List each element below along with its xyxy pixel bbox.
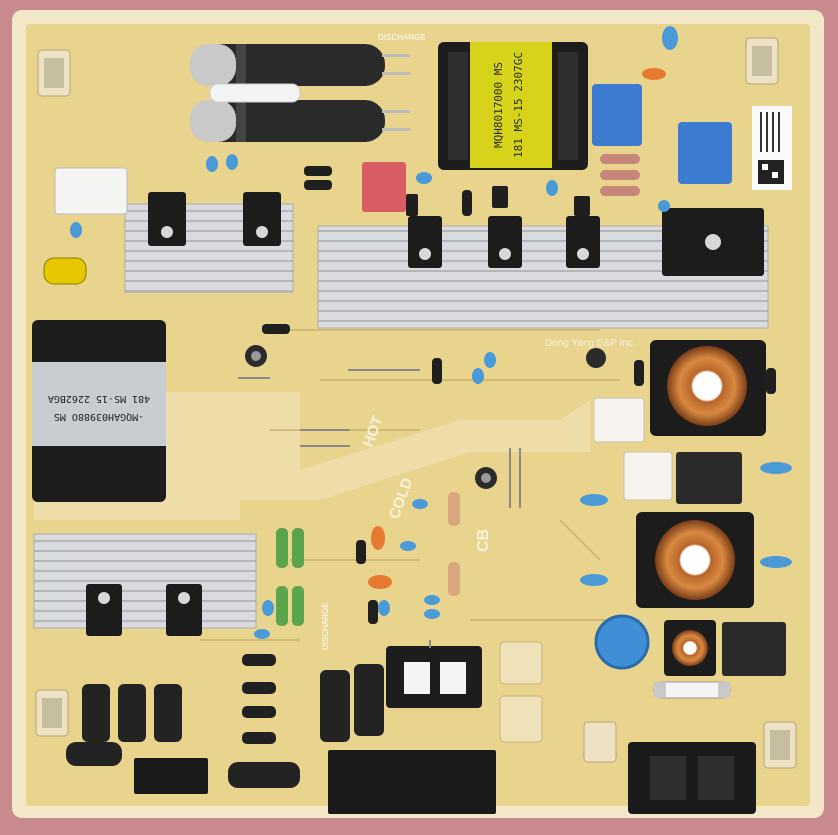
power-transistor	[488, 216, 522, 268]
bridge-rectifier	[662, 208, 764, 276]
heatsink-bottom	[33, 533, 257, 629]
power-transistor	[148, 192, 186, 246]
small-capacitor	[43, 257, 87, 285]
x-capacitor	[722, 622, 786, 676]
fuse	[653, 681, 731, 699]
diode-row	[242, 654, 276, 744]
small-choke	[664, 620, 716, 676]
mounting-clip	[763, 721, 797, 769]
x-capacitor	[676, 452, 742, 504]
beige-capacitor	[499, 695, 543, 743]
output-transformer	[386, 646, 482, 708]
barcode-sticker	[752, 106, 792, 190]
film-capacitor	[592, 84, 642, 146]
resistors	[448, 492, 460, 596]
red-capacitor	[362, 162, 406, 212]
thermistor	[623, 451, 673, 501]
small-diodes	[262, 166, 776, 624]
mounting-clip	[35, 689, 69, 737]
toroidal-choke	[650, 340, 766, 436]
relay	[54, 167, 128, 215]
transformer-label-line-1: MQH8017000 MS	[492, 62, 505, 148]
ceramic-capacitors	[70, 26, 792, 639]
power-transistor	[408, 216, 442, 268]
thermistor	[593, 397, 645, 443]
output-connector-small	[134, 758, 208, 794]
cb-label: CB	[475, 529, 492, 552]
resistor-array	[600, 154, 640, 196]
jumper-wires	[238, 369, 521, 648]
small-electrolytics	[245, 345, 606, 489]
mounting-clip	[37, 49, 71, 97]
beige-capacitor	[499, 641, 543, 685]
film-capacitor	[678, 122, 732, 184]
power-transistor	[243, 192, 281, 246]
transformer-left-label-line-1: -MQGAH03988O MS	[54, 411, 144, 422]
toroidal-choke	[636, 512, 754, 608]
discharge-label-bottom: DISCHARGE	[321, 602, 330, 650]
output-capacitors	[66, 664, 384, 788]
power-transistor	[86, 584, 122, 636]
mounting-clip	[745, 37, 779, 85]
power-transistor	[566, 216, 600, 268]
electrolytic-capacitor	[190, 44, 410, 86]
output-connector	[328, 750, 496, 814]
maker-label: Dong Yang E&P Inc.	[545, 338, 636, 349]
mounting-clip	[583, 721, 617, 763]
orange-capacitors	[368, 68, 666, 589]
main-transformer: MQH8017000 MS 181 MS-15 2307GC	[438, 42, 588, 170]
discharge-label: DISCHARGE	[378, 33, 426, 42]
green-inductor	[276, 528, 304, 626]
transformer-left-label-line-2: 481 MS-15 2262BGA	[48, 393, 150, 404]
standby-transformer: -MQGAH03988O MS 481 MS-15 2262BGA	[32, 320, 166, 502]
ac-input-connector	[628, 742, 756, 814]
power-transistor	[166, 584, 202, 636]
electrolytic-capacitor	[190, 83, 410, 142]
transformer-label-line-2: 181 MS-15 2307GC	[512, 52, 525, 158]
disc-capacitor	[594, 614, 650, 670]
